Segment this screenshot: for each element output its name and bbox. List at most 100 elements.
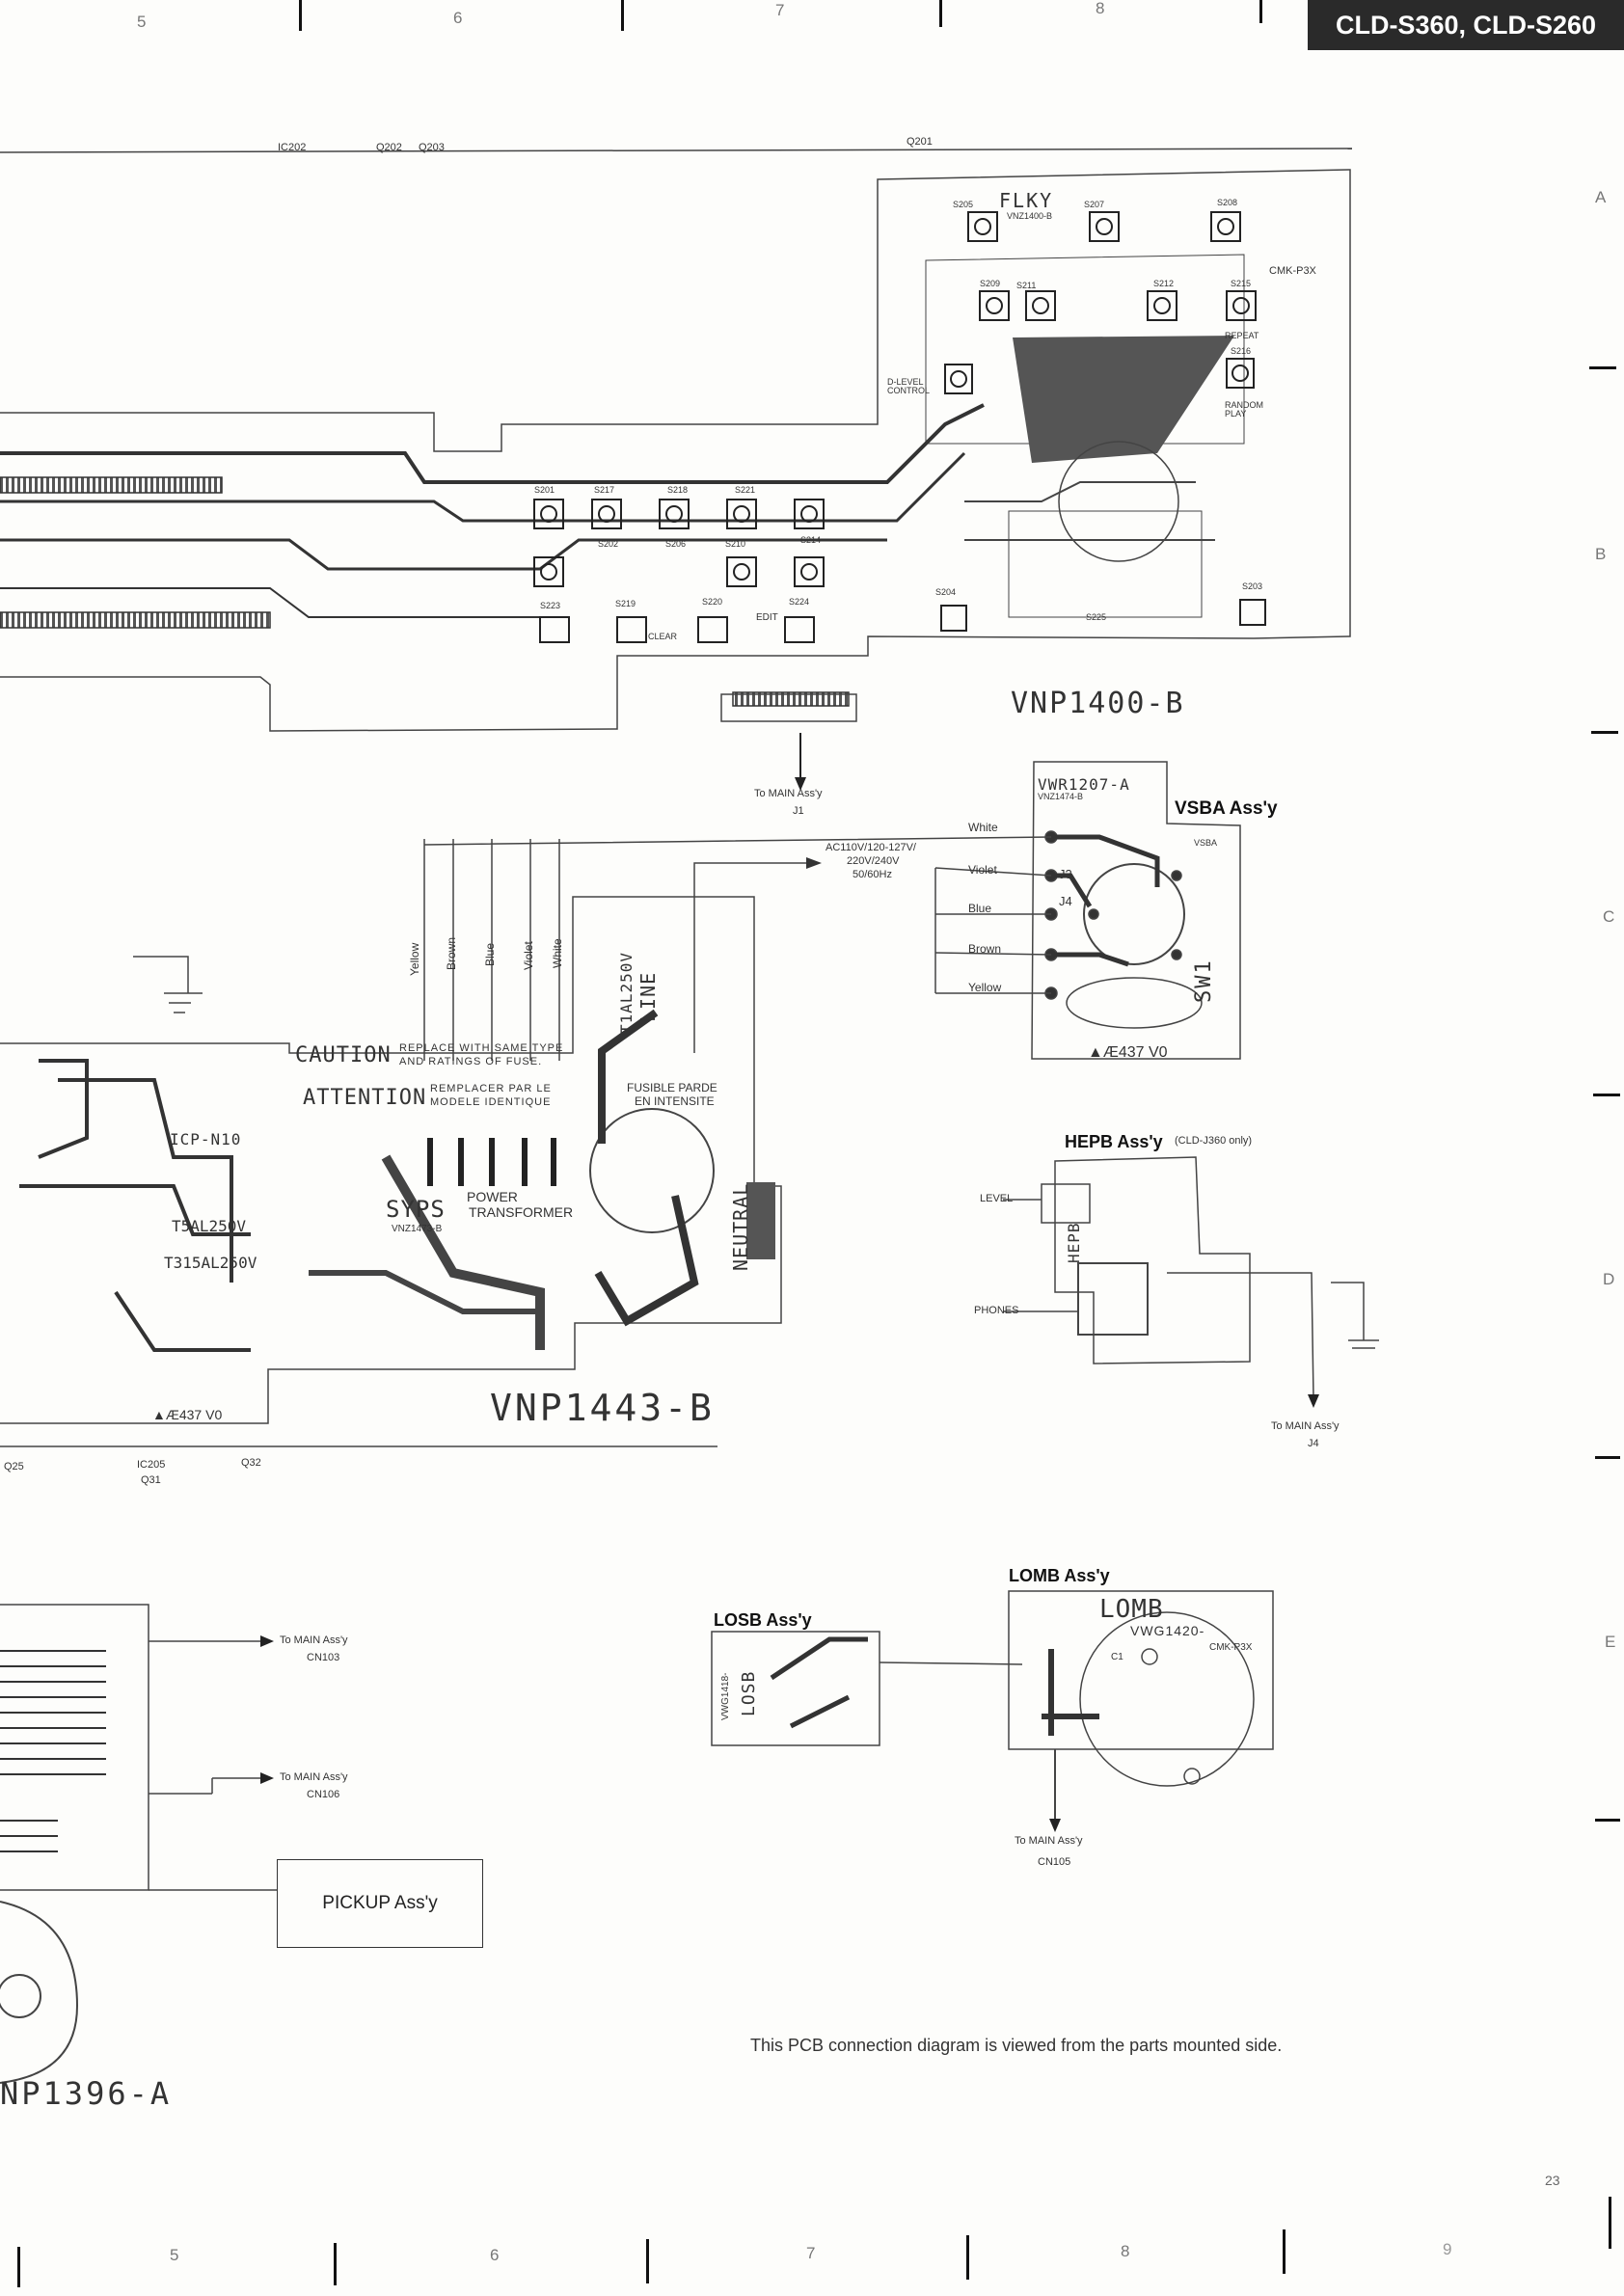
- ac-label: AC110V/120-127V/: [826, 842, 916, 853]
- vnp1400-label: VNP1400-B: [1011, 687, 1185, 720]
- switch-label: S212: [1153, 279, 1175, 288]
- to-main-label: To MAIN Ass'y: [754, 788, 823, 799]
- column-label: 5: [170, 2246, 179, 2264]
- switch-label: S220: [702, 597, 723, 607]
- to-main-label: CN106: [307, 1789, 340, 1800]
- switch-label: S221: [735, 485, 756, 495]
- vsba-title: VSBA Ass'y: [1175, 798, 1278, 819]
- column-tick: [966, 2235, 969, 2280]
- row-label: B: [1595, 545, 1607, 563]
- switch-label: S201: [534, 485, 555, 495]
- row-tick: [1591, 731, 1618, 734]
- ref-label: IC205: [137, 1459, 166, 1471]
- to-main-label: J4: [1308, 1438, 1319, 1449]
- to-main-label: To MAIN Ass'y: [1271, 1420, 1340, 1432]
- ref-label: Q203: [419, 142, 445, 153]
- wire-label: Brown: [445, 936, 458, 970]
- syps-line: LINE: [636, 971, 660, 1022]
- switch-label: S209: [980, 279, 1001, 288]
- ref-label: Q25: [4, 1461, 24, 1472]
- syps-fuse2: T5AL250V: [172, 1217, 247, 1235]
- fuse-fr: FUSIBLE PARDE: [627, 1081, 717, 1094]
- switch-label: S217: [594, 485, 615, 495]
- column-label: 7: [775, 1, 785, 19]
- to-main-label: CN105: [1038, 1856, 1071, 1868]
- switch-label: S206: [665, 539, 687, 549]
- column-tick: [299, 0, 302, 31]
- column-label: 7: [806, 2244, 816, 2262]
- lomb-title: LOMB Ass'y: [1009, 1566, 1110, 1585]
- column-label: 9: [1443, 2240, 1452, 2258]
- caution-sub: AND RATINGS OF FUSE.: [399, 1056, 543, 1067]
- wire-label: Yellow: [968, 981, 1002, 994]
- column-tick: [1259, 0, 1262, 23]
- row-label: E: [1605, 1633, 1616, 1651]
- switch-label: S214: [800, 535, 822, 545]
- fuse-fr: EN INTENSITE: [635, 1094, 715, 1108]
- caution-label: CAUTION: [295, 1043, 392, 1067]
- column-tick: [1609, 2197, 1611, 2249]
- to-main-label: To MAIN Ass'y: [280, 1771, 348, 1783]
- attention-sub: REMPLACER PAR LE: [430, 1083, 552, 1094]
- attention-sub: MODELE IDENTIQUE: [430, 1096, 552, 1108]
- hepb-note: (CLD-J360 only): [1175, 1135, 1253, 1147]
- syps-title: SYPS: [386, 1196, 446, 1223]
- switch-label: S210: [725, 539, 746, 549]
- losb-title: LOSB Ass'y: [714, 1610, 812, 1630]
- ac-label: 50/60Hz: [853, 869, 892, 880]
- ref-label: Q201: [907, 136, 933, 148]
- wire-label: Blue: [968, 902, 992, 915]
- to-main-label: To MAIN Ass'y: [1015, 1835, 1083, 1847]
- switch-label: S216: [1231, 346, 1252, 356]
- syps-part: VNZ1473-B: [392, 1224, 443, 1234]
- losb-part: VWG1418-: [720, 1672, 731, 1720]
- column-tick: [1283, 2229, 1286, 2274]
- to-main-label: CN103: [307, 1652, 340, 1663]
- wire-label: Violet: [522, 941, 535, 970]
- ref-label: IC202: [278, 142, 307, 153]
- switch-label: S202: [598, 539, 619, 549]
- switch-label: S207: [1084, 200, 1105, 209]
- vsba-part2: VNZ1474-B: [1038, 792, 1084, 801]
- syps-icp: ICP-N10: [170, 1130, 242, 1148]
- footer-note: This PCB connection diagram is viewed fr…: [750, 2036, 1283, 2055]
- syps-code: ▲Æ437 V0: [152, 1407, 223, 1422]
- switch-label: S215: [1231, 279, 1252, 288]
- switch-label: S223: [540, 601, 561, 610]
- lomb-cmk: CMK-P3X: [1209, 1642, 1253, 1653]
- syps-fuse3: T315AL250V: [164, 1254, 257, 1272]
- to-main-label: To MAIN Ass'y: [280, 1634, 348, 1646]
- wire-label: Violet: [968, 863, 997, 877]
- column-label: 5: [137, 13, 147, 31]
- flky-label: REPEAT: [1225, 331, 1259, 340]
- vsba-jack: J4: [1059, 894, 1072, 908]
- wire-label: Brown: [968, 942, 1002, 956]
- column-label: 8: [1096, 0, 1105, 17]
- vsba-jack: J3: [1059, 867, 1072, 881]
- vsba-part1: VWR1207-A: [1038, 775, 1130, 794]
- syps-fuse: T1AL250V: [617, 951, 636, 1034]
- wire-label: Yellow: [408, 942, 421, 976]
- flky-label: RANDOM PLAY: [1225, 400, 1263, 419]
- switch-label: S205: [953, 200, 974, 209]
- switch-label: S219: [615, 599, 636, 608]
- attention-label: ATTENTION: [303, 1086, 427, 1110]
- row-tick: [1589, 366, 1616, 369]
- hepb-tag: HEPB: [1065, 1222, 1083, 1263]
- switch-label: S211: [1016, 281, 1037, 290]
- column-tick: [334, 2243, 337, 2285]
- syps-transformer: TRANSFORMER: [469, 1204, 574, 1220]
- hepb-level: LEVEL: [980, 1193, 1014, 1204]
- lomb-part: VWG1420-: [1130, 1623, 1205, 1638]
- switch-label: S203: [1242, 581, 1263, 591]
- pickup-box: PICKUP Ass'y: [277, 1859, 483, 1948]
- switch-label: S218: [667, 485, 689, 495]
- vnp1396-label: NP1396-A: [0, 2075, 173, 2112]
- wire-label: Blue: [483, 942, 497, 966]
- switch-label: S224: [789, 597, 810, 607]
- vsba-code: ▲Æ437 V0: [1088, 1044, 1168, 1061]
- pickup-label: PICKUP Ass'y: [322, 1893, 438, 1913]
- switch-label: CLEAR: [648, 632, 678, 641]
- wire-label: White: [968, 821, 998, 834]
- column-label: 6: [453, 9, 463, 27]
